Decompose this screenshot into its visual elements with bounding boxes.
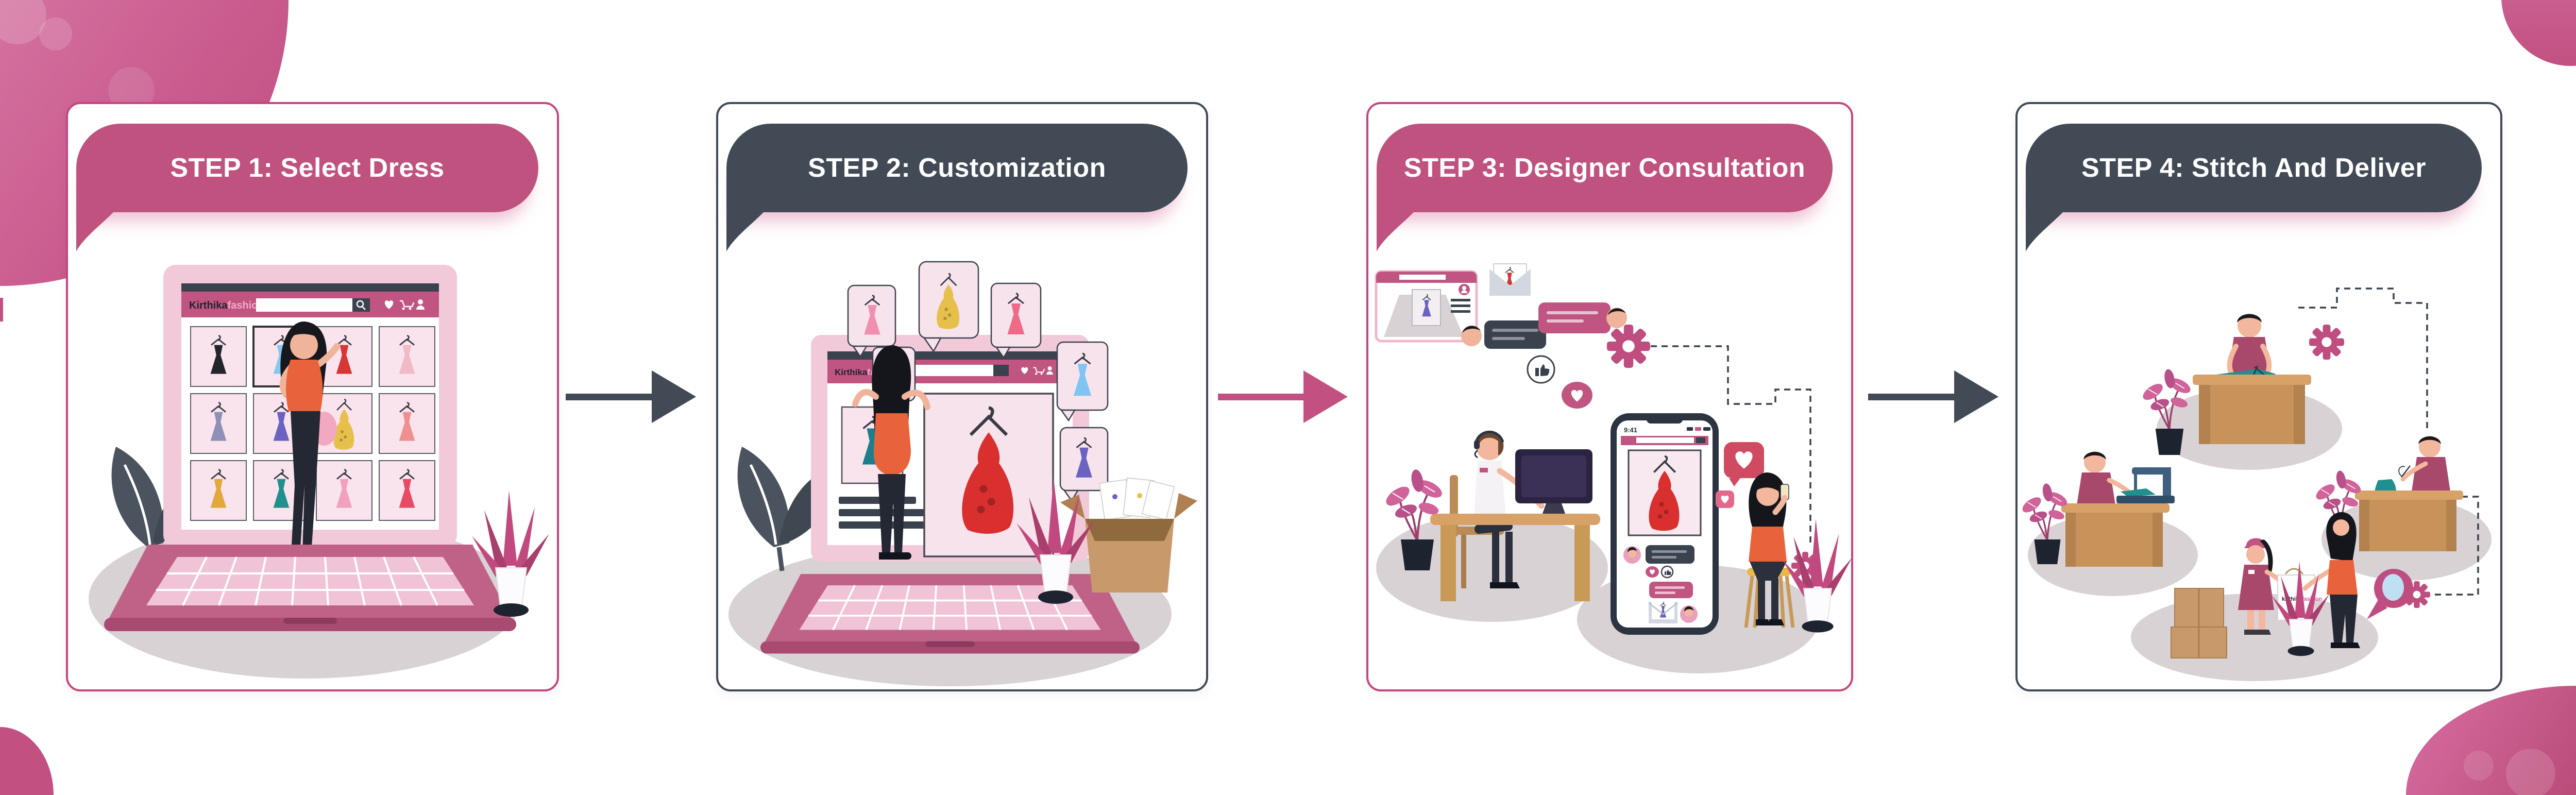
step-4-header-bubble: STEP 4: Stitch And Deliver: [2026, 124, 2482, 212]
step-1-title: STEP 1: Select Dress: [170, 153, 445, 183]
like-badge: [1527, 355, 1555, 384]
step-card-2: STEP 2: Customization Kirthikafashion: [716, 102, 1208, 691]
delivery-woman: [2238, 538, 2288, 635]
dress-tile: [379, 393, 435, 454]
smartphone: 9:41: [1611, 413, 1719, 635]
design-preview-frame: [923, 393, 1054, 557]
fabric-cutter-station: [2193, 314, 2311, 444]
step-4-title: STEP 4: Stitch And Deliver: [2081, 153, 2426, 183]
step-3-title: STEP 3: Designer Consultation: [1403, 153, 1806, 183]
chat-bubbles: [1461, 302, 1627, 349]
option-bubble: [990, 282, 1042, 359]
phone-time: 9:41: [1624, 426, 1637, 434]
dashed-connector: [2298, 287, 2428, 432]
search-button: [993, 365, 1009, 376]
corner-blob-top-right: [2501, 0, 2576, 66]
option-bubble: [847, 284, 896, 358]
gear-icon: [1607, 325, 1650, 368]
step-2-header-bubble: STEP 2: Customization: [726, 124, 1188, 212]
site-logo: Kirthikafashion: [189, 300, 264, 311]
step-2-illustration: Kirthikafashion: [728, 261, 1197, 686]
step-card-3: STEP 3: Designer Consultation: [1366, 102, 1853, 691]
dress-tile: [190, 393, 247, 454]
dress-tile: [190, 326, 247, 387]
site-search-input: [899, 365, 1002, 376]
option-bubble: [918, 261, 979, 353]
step-card-4: STEP 4: Stitch And Deliver: [2015, 102, 2502, 691]
laptop-screen: Kirthikafashion: [811, 335, 1089, 562]
mail-attachment: [1489, 263, 1531, 296]
gear-icon: [2309, 325, 2344, 360]
step-1-illustration: Kirthikafashion: [89, 265, 550, 679]
step-3-header-bubble: STEP 3: Designer Consultation: [1377, 124, 1833, 212]
option-bubble: [1059, 427, 1109, 502]
search-button: [352, 298, 370, 312]
delivery-scene: kirthikafashion: [2171, 512, 2413, 658]
designer-woman: [852, 345, 930, 560]
dress-tile: [379, 460, 435, 521]
dress-tile: [190, 460, 247, 521]
heart-badge: [1562, 382, 1592, 409]
hand-stitch-station: [2355, 436, 2463, 551]
designer-at-desk: [1430, 430, 1600, 601]
step-2-title: STEP 2: Customization: [808, 153, 1106, 183]
parcel-boxes: [2171, 588, 2227, 658]
corner-blob-bottom-right: [2406, 686, 2576, 795]
dashed-connector: [1651, 345, 1811, 547]
option-bubble: [1056, 341, 1109, 422]
left-edge-accent: [0, 298, 3, 322]
site-search-input: [256, 298, 369, 312]
laptop-keyboard: [759, 573, 1141, 655]
step-card-1: STEP 1: Select Dress Kirthikafashion: [66, 102, 559, 691]
step-4-illustration: kirthikafashion: [2019, 287, 2492, 681]
dress-tile: [379, 326, 435, 387]
corner-blob-bottom-left: [0, 727, 54, 795]
fabric-box: [1060, 477, 1197, 593]
sewing-machine-station: [2061, 451, 2175, 567]
mirror-pin: [2367, 569, 2413, 619]
step-3-illustration: 9:41: [1375, 263, 1851, 673]
dashed-connector: [2431, 496, 2479, 596]
laptop-keyboard: [103, 544, 517, 632]
browser-window: [1375, 270, 1478, 343]
step-1-header-bubble: STEP 1: Select Dress: [76, 124, 538, 212]
customer-on-stool: [1744, 472, 1795, 628]
dress-tile: [316, 460, 372, 521]
search-icon: [356, 300, 366, 310]
